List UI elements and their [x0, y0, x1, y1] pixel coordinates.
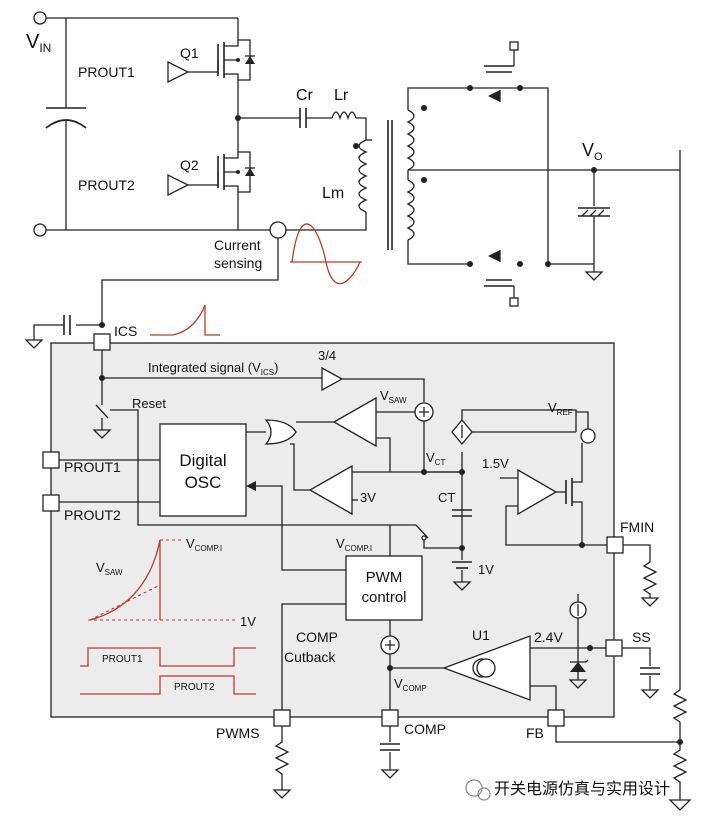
vin-negative-terminal	[33, 223, 47, 237]
prout2-pin-label: PROUT2	[64, 507, 121, 523]
fmin-resistor	[623, 544, 660, 607]
q2-mosfet	[217, 151, 255, 193]
gain-buffer	[321, 366, 344, 392]
fmin-opamp	[500, 443, 608, 548]
vsaw-waveform	[88, 539, 238, 621]
wave-prout1-label: PROUT1	[102, 654, 143, 665]
u1-label: U1	[472, 627, 490, 643]
ct-node	[421, 432, 472, 551]
v24-label: 2.4V	[534, 629, 563, 645]
lm-label: Lm	[322, 185, 344, 202]
output-capacitor	[548, 167, 680, 281]
vin-positive-terminal	[33, 11, 47, 25]
prout1-pin-label: PROUT1	[64, 459, 121, 475]
sync-rectifier-top	[467, 41, 549, 264]
comp-pin	[381, 709, 399, 727]
comp-cutback-label-1: COMP	[296, 629, 338, 645]
vin-label: VIN	[26, 31, 51, 55]
pwms-resistor	[272, 726, 292, 799]
vo-label: VO	[582, 140, 603, 163]
prout1-pin	[42, 451, 60, 469]
u1-error-amplifier	[442, 635, 590, 710]
vref-source	[576, 411, 596, 444]
vcomp-label: VCOMP	[394, 676, 427, 693]
reset-label: Reset	[132, 396, 166, 411]
fb-label: FB	[526, 725, 544, 741]
resonant-capacitor-cr	[238, 108, 332, 128]
sync-rectifier-bottom	[467, 250, 595, 307]
vct-label: VCT	[426, 450, 445, 467]
input-capacitor	[45, 107, 87, 140]
prout-waveforms	[80, 647, 256, 695]
lr-label: Lr	[334, 87, 349, 104]
wechat-icon	[465, 779, 491, 801]
digital-osc-label-1: Digital	[179, 451, 226, 470]
pwm-control-label-1: PWM	[366, 569, 403, 586]
vref-label: VREF	[548, 400, 573, 417]
comp-pin-label: COMP	[404, 721, 446, 737]
three-v-label: 3V	[360, 490, 376, 505]
prout1-gate-label: PROUT1	[78, 64, 135, 80]
v15-label: 1.5V	[482, 456, 509, 471]
gate-driver-2	[167, 172, 219, 197]
integrated-signal-label: Integrated signal (VICS)	[148, 360, 278, 377]
pwms-pin	[273, 709, 291, 727]
ct-label: CT	[438, 490, 455, 505]
q1-label: Q1	[180, 45, 199, 61]
watermark-text: 开关电源仿真与实用设计	[494, 780, 670, 798]
wave-vsaw-label: VSAW	[96, 560, 123, 577]
summing-junction	[376, 402, 434, 432]
ct-discharge-switch	[415, 524, 462, 549]
fmin-pin	[606, 536, 624, 554]
resonant-inductor-lr	[331, 111, 367, 140]
current-sensing-label-2: sensing	[214, 255, 262, 271]
comp-cutback-label-2: Cutback	[284, 649, 336, 665]
gate-driver-1	[167, 60, 219, 84]
digital-osc-block	[159, 423, 247, 517]
pwm-control-block	[345, 555, 423, 621]
feedback-divider	[668, 150, 692, 811]
prout2-gate-label: PROUT2	[78, 177, 135, 193]
pwm-control-label-2: control	[361, 589, 406, 606]
q1-mosfet	[217, 39, 255, 81]
comparator-upper	[296, 396, 377, 448]
current-sense-path	[24, 221, 287, 349]
vcomp-i-label: VCOMP.I	[336, 536, 372, 553]
integrated-sense-waveform	[150, 304, 220, 336]
reset-switch	[92, 404, 416, 526]
digital-osc-label-2: OSC	[185, 473, 222, 492]
one-volt-source	[452, 548, 472, 591]
current-sensing-label-1: Current	[214, 237, 261, 253]
power-stage	[33, 11, 692, 811]
fb-pin	[547, 709, 565, 727]
ss-label: SS	[632, 629, 651, 645]
comp-capacitor	[380, 726, 400, 779]
magnetizing-inductor-lm	[238, 139, 368, 231]
transformer-primary	[353, 139, 372, 149]
q2-label: Q2	[180, 157, 199, 173]
soft-start-circuit	[568, 594, 606, 689]
fmin-label: FMIN	[620, 519, 654, 535]
ss-capacitor	[622, 647, 660, 699]
ss-pin	[605, 639, 623, 657]
comp-cutback-junction	[380, 620, 444, 716]
wave-prout2-label: PROUT2	[174, 682, 215, 693]
current-sense-probe	[269, 221, 287, 239]
cr-label: Cr	[296, 87, 314, 104]
transformer-secondary	[406, 87, 548, 265]
one-v-label: 1V	[478, 562, 494, 577]
wave-vcomp-label: VCOMP.I	[186, 536, 222, 553]
sense-current-waveform	[290, 223, 362, 285]
gain-label: 3/4	[318, 348, 336, 363]
ics-pin	[93, 333, 111, 351]
ics-label: ICS	[114, 323, 137, 339]
ct-charge-source	[451, 409, 577, 446]
prout2-pin	[42, 494, 60, 512]
or-gate	[264, 419, 297, 445]
vsaw-label: VSAW	[380, 388, 407, 405]
pwms-label: PWMS	[216, 725, 260, 741]
wave-1v-label: 1V	[240, 614, 256, 629]
